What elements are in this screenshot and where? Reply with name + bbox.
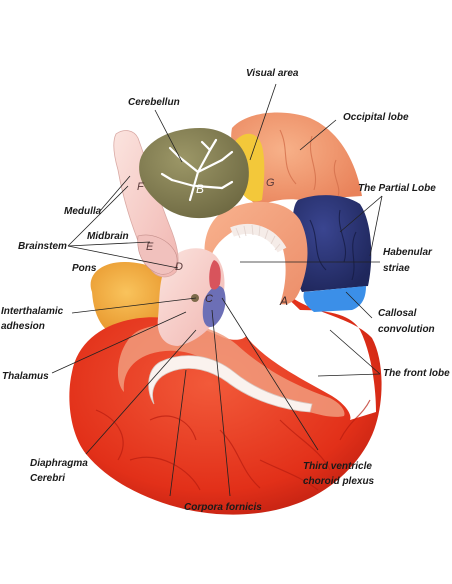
- model-letter-a: A: [279, 294, 288, 308]
- occipital-lobe-region: [231, 112, 362, 206]
- label-occipital-lobe: Occipital lobe: [343, 112, 409, 123]
- model-letter-f: F: [137, 181, 145, 193]
- leader-partial-2: [369, 195, 383, 257]
- label-cerebellun: Cerebellun: [128, 97, 180, 108]
- label-thalamus: Thalamus: [2, 371, 49, 382]
- leader-diaphragma: [85, 329, 197, 455]
- label-visual-area: Visual area: [246, 68, 299, 79]
- leader-lines: [51, 83, 383, 497]
- label-pons: Pons: [72, 263, 97, 274]
- label-adhesion: adhesion: [1, 321, 45, 332]
- label-cerebri: Cerebri: [30, 473, 66, 484]
- label-the-partial-lobe: The Partial Lobe: [358, 183, 436, 194]
- leader-occipital: [299, 119, 337, 151]
- third-ventricle-region: [202, 285, 226, 327]
- label-habenular: Habenular: [383, 247, 432, 258]
- parietal-lobe-region: [291, 195, 372, 292]
- leader-brainstem-1: [67, 185, 129, 247]
- leader-thalamus: [51, 311, 187, 374]
- leader-front-lobe-2: [317, 373, 381, 377]
- label-diaphragma: Diaphragma: [30, 458, 88, 469]
- leader-medulla: [99, 175, 131, 212]
- leader-corpora-1: [211, 309, 231, 497]
- cerebellum-region: [139, 128, 249, 219]
- arbor-vitae: [160, 138, 234, 202]
- leader-partial-1: [339, 195, 383, 233]
- label-medulla: Medulla: [64, 206, 102, 217]
- leader-brainstem-2: [67, 241, 151, 247]
- model-letter-c: C: [205, 293, 213, 305]
- label-third-ventricle: Third ventricle: [303, 461, 372, 472]
- frontal-gyri-lines: [95, 399, 371, 491]
- model-letter-g: G: [266, 177, 275, 189]
- label-callosal: Callosal: [378, 308, 417, 319]
- parietal-gyri-lines: [309, 209, 357, 281]
- callosal-convolution-region: [303, 286, 366, 312]
- label-choroid-plexus: choroid plexus: [303, 476, 375, 487]
- model-letter-d: D: [175, 261, 183, 273]
- label-convolution: convolution: [378, 324, 435, 335]
- label-brainstem: Brainstem: [18, 241, 67, 252]
- leader-brainstem-3: [67, 245, 179, 269]
- label-the-front-lobe: The front lobe: [383, 368, 450, 379]
- label-corpora-fornicis: Corpora fornicis: [184, 502, 262, 513]
- leader-visual-area: [249, 83, 277, 161]
- leader-third-ventricle: [221, 297, 319, 451]
- choroid-plexus-strip: [209, 260, 221, 290]
- leader-corpora-2: [169, 369, 187, 497]
- model-letter-b: B: [196, 182, 204, 196]
- leader-front-lobe-1: [329, 329, 381, 375]
- label-interthalamic: Interthalamic: [1, 306, 64, 317]
- leader-interthalamic: [71, 297, 197, 314]
- leader-callosal: [345, 291, 373, 319]
- label-striae: striae: [383, 263, 410, 274]
- leader-cerebellun: [154, 109, 183, 163]
- model-letter-e: E: [146, 241, 154, 253]
- label-midbrain: Midbrain: [87, 231, 129, 242]
- striae-fan: [230, 223, 287, 253]
- callosal-striped-band: [148, 355, 313, 413]
